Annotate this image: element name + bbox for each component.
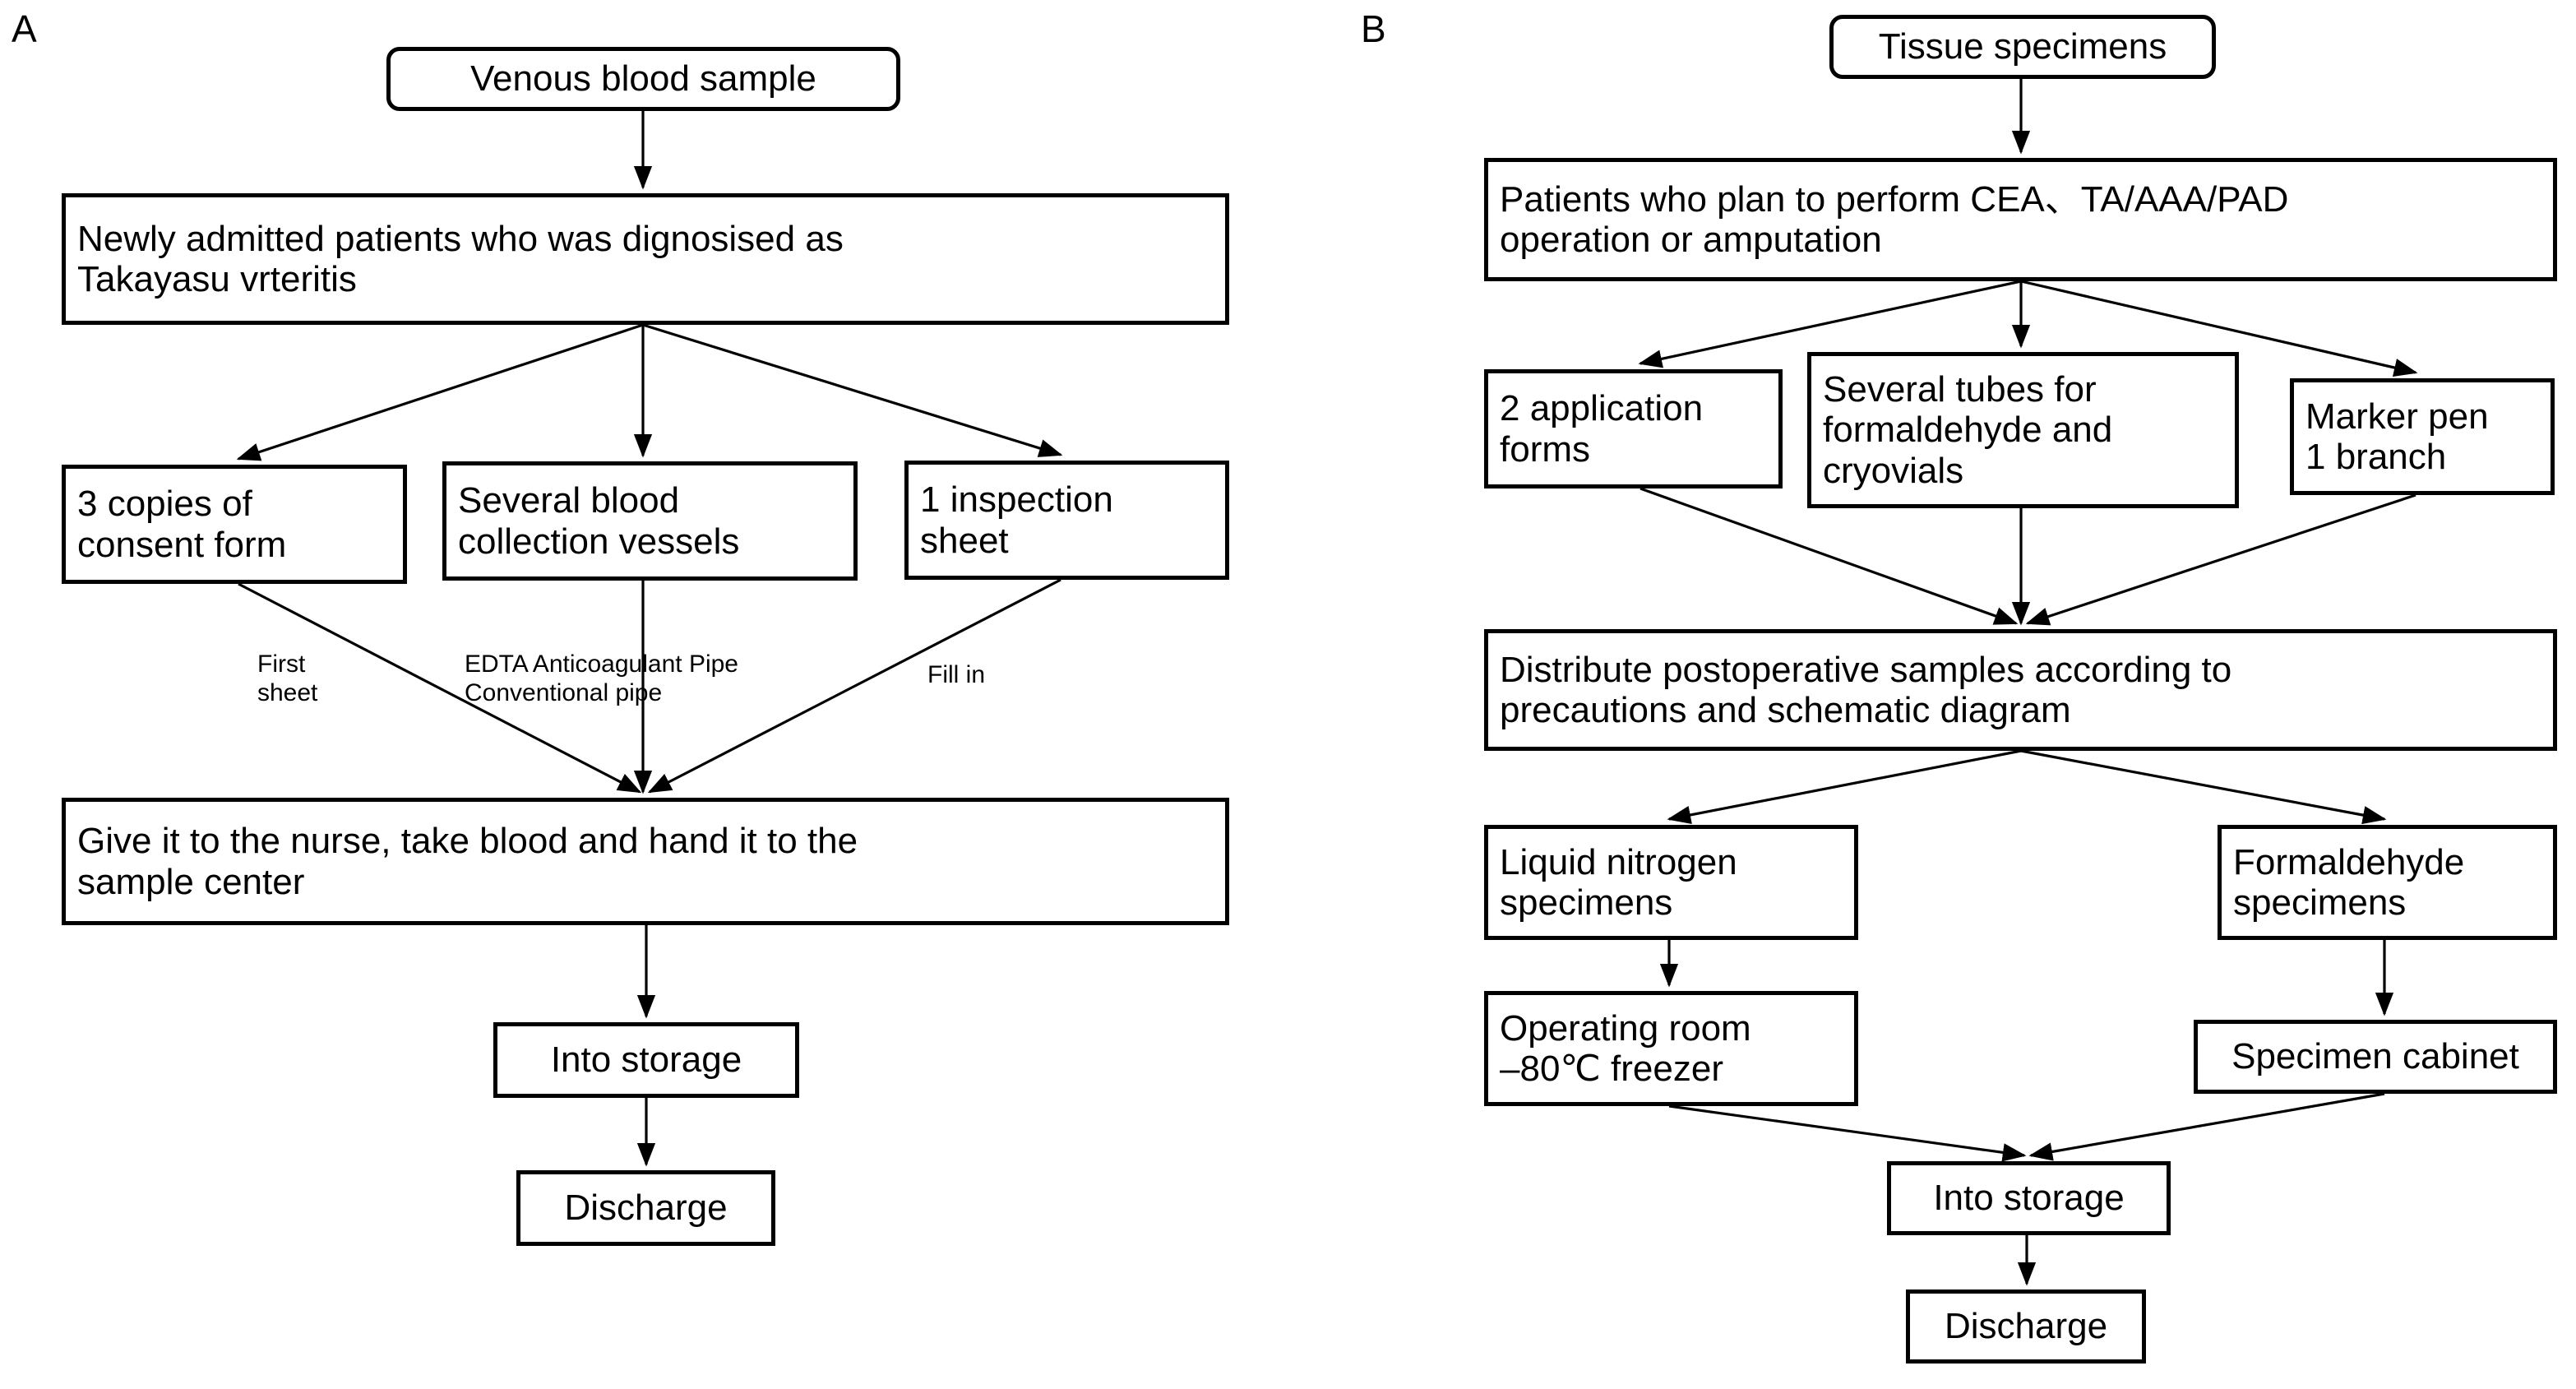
node-formaldehyde-specimens-label: Formaldehyde specimens (2233, 841, 2465, 923)
edge-b-patients-plan-to-b-application-forms (1638, 280, 2022, 368)
node-several-blood-collection-vessels: Several blood collection vessels (442, 461, 858, 581)
edge-b-specimen-cabinet-to-b-into-storage (2028, 1092, 2385, 1161)
node-operating-room-freezer-label: Operating room –80℃ freezer (1500, 1007, 1751, 1089)
node-1-inspection-sheet-label: 1 inspection sheet (920, 479, 1113, 561)
node-several-tubes-formaldehyde-cryovials: Several tubes for formaldehyde and cryov… (1807, 352, 2239, 508)
node-specimen-cabinet: Specimen cabinet (2194, 1020, 2557, 1094)
edge-label-edta-anticoagulant-pipe: EDTA Anticoagulant Pipe Conventional pip… (465, 651, 738, 707)
node-venous-blood-sample-label: Venous blood sample (470, 58, 816, 100)
node-specimen-cabinet-label: Specimen cabinet (2231, 1036, 2519, 1077)
node-liquid-nitrogen-specimens-label: Liquid nitrogen specimens (1500, 841, 1737, 923)
node-operating-room-freezer: Operating room –80℃ freezer (1484, 991, 1858, 1106)
node-discharge-a: Discharge (516, 1170, 775, 1246)
node-distribute-postoperative-samples: Distribute postoperative samples accordi… (1484, 629, 2557, 751)
edge-b-application-forms-to-b-distribute (1639, 487, 2019, 625)
edge-a-newly-admitted-to-a-inspection-sheet (642, 323, 1063, 457)
edge-a-newly-admitted-to-a-consent-form (236, 323, 644, 461)
node-3-copies-of-consent-form-label: 3 copies of consent form (77, 484, 287, 565)
node-discharge-b-label: Discharge (1944, 1306, 2108, 1347)
node-discharge-b: Discharge (1906, 1289, 2146, 1364)
node-tissue-specimens: Tissue specimens (1829, 15, 2216, 79)
node-liquid-nitrogen-specimens: Liquid nitrogen specimens (1484, 825, 1858, 940)
node-give-it-to-the-nurse: Give it to the nurse, take blood and han… (62, 798, 1229, 925)
node-distribute-postoperative-samples-label: Distribute postoperative samples accordi… (1500, 649, 2232, 730)
node-venous-blood-sample: Venous blood sample (386, 47, 900, 111)
edge-b-operating-room-to-b-into-storage (1668, 1104, 2027, 1162)
node-marker-pen-1-branch-label: Marker pen 1 branch (2305, 396, 2489, 477)
node-1-inspection-sheet: 1 inspection sheet (904, 461, 1229, 580)
edge-b-marker-pen-to-b-distribute (2025, 493, 2416, 626)
node-3-copies-of-consent-form: 3 copies of consent form (62, 465, 407, 584)
node-several-tubes-formaldehyde-cryovials-label: Several tubes for formaldehyde and cryov… (1823, 369, 2113, 491)
node-patients-who-plan-to-perform-label: Patients who plan to perform CEA、TA/AAA/… (1500, 178, 2289, 260)
node-patients-who-plan-to-perform: Patients who plan to perform CEA、TA/AAA/… (1484, 158, 2557, 281)
node-into-storage-a-label: Into storage (550, 1039, 742, 1081)
node-2-application-forms: 2 application forms (1484, 369, 1783, 488)
node-2-application-forms-label: 2 application forms (1500, 388, 1704, 470)
node-newly-admitted-patients: Newly admitted patients who was dignosis… (62, 193, 1229, 325)
node-discharge-a-label: Discharge (564, 1188, 728, 1229)
edge-label-fill-in: Fill in (927, 661, 986, 688)
panel-letter-a: A (12, 7, 37, 50)
node-formaldehyde-specimens: Formaldehyde specimens (2218, 825, 2557, 940)
edge-label-first-sheet: First sheet (257, 651, 318, 707)
edge-b-distribute-to-b-liquid-nitrogen (1667, 749, 2022, 824)
node-into-storage-b-label: Into storage (1933, 1178, 2125, 1219)
panel-letter-b: B (1361, 7, 1386, 50)
node-into-storage-a: Into storage (493, 1022, 799, 1098)
node-marker-pen-1-branch: Marker pen 1 branch (2290, 378, 2555, 495)
node-into-storage-b: Into storage (1887, 1161, 2171, 1235)
node-tissue-specimens-label: Tissue specimens (1878, 26, 2167, 67)
edge-b-distribute-to-b-formaldehyde (2020, 749, 2387, 825)
node-newly-admitted-patients-label: Newly admitted patients who was dignosis… (77, 218, 844, 299)
node-several-blood-collection-vessels-label: Several blood collection vessels (458, 480, 740, 562)
node-give-it-to-the-nurse-label: Give it to the nurse, take blood and han… (77, 821, 858, 902)
